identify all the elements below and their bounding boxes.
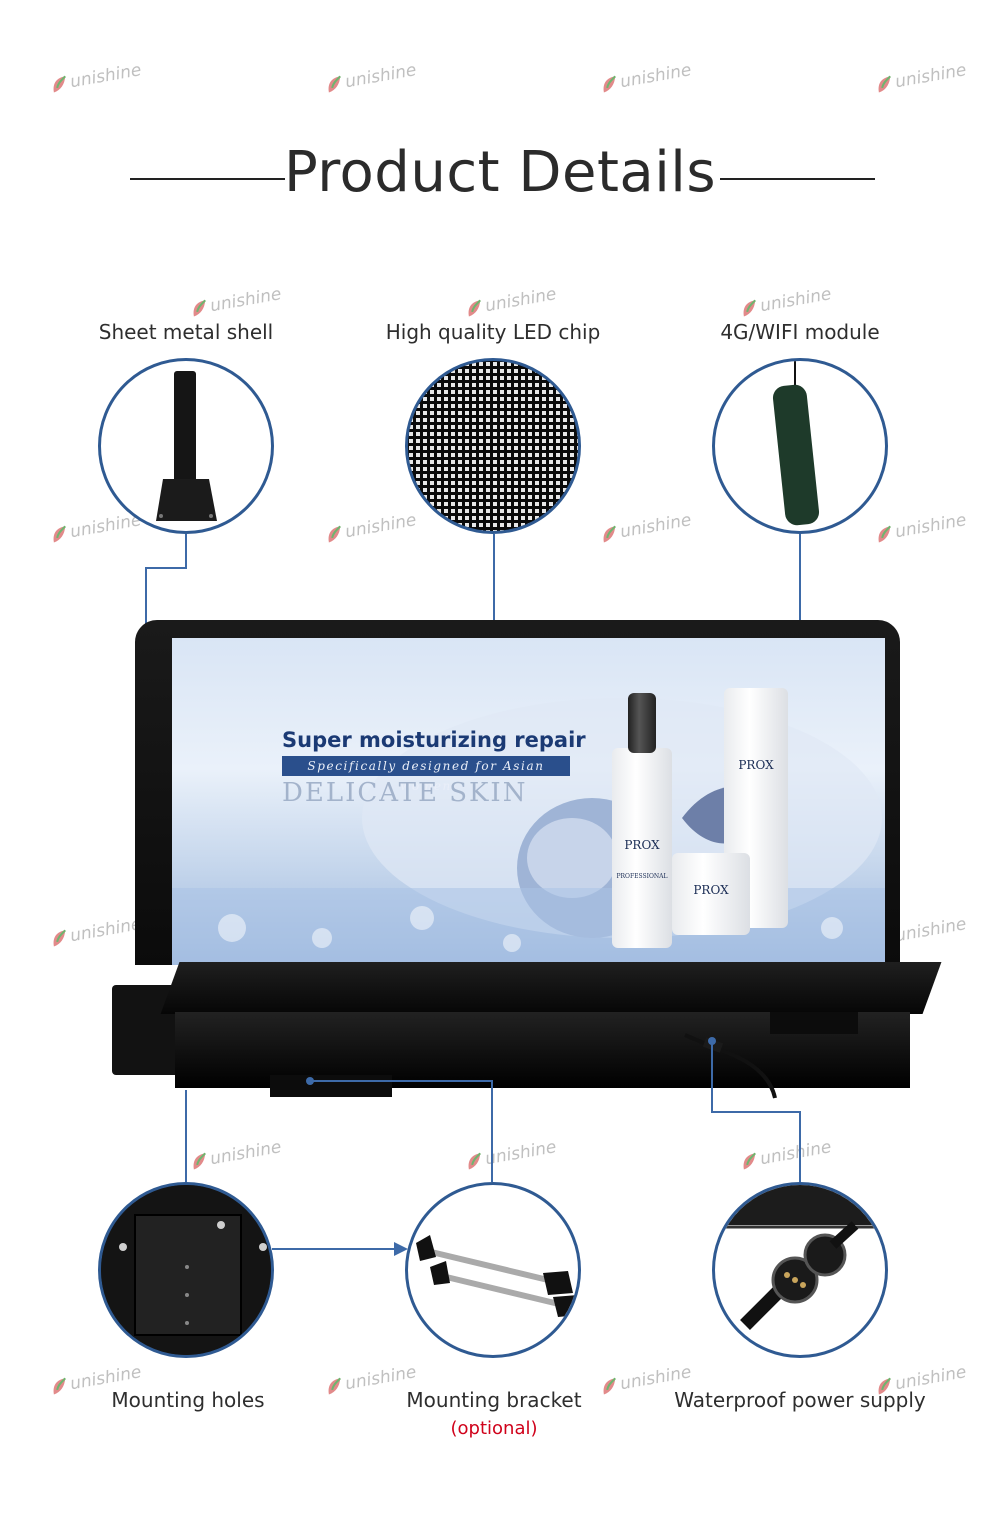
watermark: unishine xyxy=(739,1137,833,1173)
product-brand-lotion: PROX xyxy=(738,758,774,772)
leaf-logo-icon xyxy=(49,74,70,95)
product-sub-serum: PROFESSIONAL xyxy=(616,873,668,880)
mounting-holes-image xyxy=(101,1185,271,1355)
watermark: unishine xyxy=(49,1362,143,1398)
watermark: unishine xyxy=(464,1137,558,1173)
watermark: unishine xyxy=(599,510,693,546)
antenna-module-image xyxy=(772,361,820,526)
product-brand-jar: PROX xyxy=(693,883,729,897)
leaf-logo-icon xyxy=(324,74,345,95)
connector-dot xyxy=(306,1077,314,1085)
display-foot-left xyxy=(270,1075,392,1097)
watermark: unishine xyxy=(599,60,693,96)
watermark: unishine xyxy=(599,1362,693,1398)
feature-label-module: 4G/WIFI module xyxy=(720,320,880,344)
bracket-circle xyxy=(405,1182,581,1358)
serum-bottle xyxy=(612,748,672,948)
display-base-top xyxy=(160,962,942,1014)
leaf-logo-icon xyxy=(599,74,620,95)
connector-line xyxy=(799,1111,801,1182)
watermark: unishine xyxy=(739,284,833,320)
leaf-logo-icon xyxy=(599,1376,620,1397)
connector-line xyxy=(493,534,495,684)
ad-banner: Specifically designed for Asian women xyxy=(282,756,570,793)
led-chip-circle xyxy=(405,358,581,534)
connector-dot xyxy=(708,1037,716,1045)
roof-bracket-image xyxy=(416,1235,578,1317)
shell-detail-circle xyxy=(98,358,274,534)
watermark: unishine xyxy=(874,510,968,546)
feature-label-holes: Mounting holes xyxy=(111,1388,265,1412)
leaf-logo-icon xyxy=(324,524,345,545)
ad-tagline: DELICATE SKIN xyxy=(282,778,528,808)
leaf-logo-icon xyxy=(324,1376,345,1397)
leaf-logo-icon xyxy=(599,524,620,545)
serum-dropper xyxy=(628,693,656,753)
feature-label-chip: High quality LED chip xyxy=(385,320,601,344)
leaf-logo-icon xyxy=(874,1376,895,1397)
watermark: unishine xyxy=(324,1362,418,1398)
cream-jar xyxy=(672,853,750,935)
ad-headline: Super moisturizing repair xyxy=(282,728,586,752)
feature-label-shell: Sheet metal shell xyxy=(98,320,274,344)
module-circle xyxy=(712,358,888,534)
watermark: unishine xyxy=(464,284,558,320)
holes-circle xyxy=(98,1182,274,1358)
connector-line xyxy=(145,567,187,569)
connector-arrow-line xyxy=(272,1248,400,1250)
connector-line xyxy=(185,534,187,568)
leaf-logo-icon xyxy=(874,74,895,95)
display-foot-right xyxy=(770,1012,858,1034)
led-screen: PROX PROFESSIONAL PROX PROX xyxy=(172,638,885,965)
led-matrix-image xyxy=(408,361,578,531)
leaf-logo-icon xyxy=(739,1151,760,1172)
arrow-right-icon xyxy=(394,1242,408,1256)
leaf-logo-icon xyxy=(464,298,485,319)
watermark: unishine xyxy=(189,284,283,320)
watermark: unishine xyxy=(324,510,418,546)
shell-profile-image xyxy=(156,371,217,521)
connector-line xyxy=(491,1080,493,1182)
connector-line xyxy=(711,1040,713,1112)
power-cable-image xyxy=(684,1033,777,1099)
watermark: unishine xyxy=(49,914,143,950)
product-brand-serum: PROX xyxy=(624,838,660,852)
leaf-logo-icon xyxy=(739,298,760,319)
power-circle xyxy=(712,1182,888,1358)
leaf-logo-icon xyxy=(189,298,210,319)
leaf-logo-icon xyxy=(874,524,895,545)
watermark: unishine xyxy=(49,510,143,546)
page-title: Product Details xyxy=(283,140,717,205)
watermark: unishine xyxy=(189,1137,283,1173)
waterproof-connector-image xyxy=(715,1185,885,1330)
feature-note-optional: (optional) xyxy=(450,1418,538,1439)
feature-label-bracket: Mounting bracket xyxy=(406,1388,582,1412)
watermark: unishine xyxy=(324,60,418,96)
leaf-logo-icon xyxy=(49,928,70,949)
connector-line xyxy=(308,1080,493,1082)
connector-line xyxy=(711,1111,801,1113)
watermark: unishine xyxy=(49,60,143,96)
leaf-logo-icon xyxy=(49,1376,70,1397)
leaf-logo-icon xyxy=(464,1151,485,1172)
leaf-logo-icon xyxy=(189,1151,210,1172)
connector-line xyxy=(185,1090,187,1182)
watermark: unishine xyxy=(874,60,968,96)
feature-label-power: Waterproof power supply xyxy=(674,1388,926,1412)
leaf-logo-icon xyxy=(49,524,70,545)
title-rule-left xyxy=(130,178,285,180)
title-rule-right xyxy=(720,178,875,180)
watermark: unishine xyxy=(874,1362,968,1398)
